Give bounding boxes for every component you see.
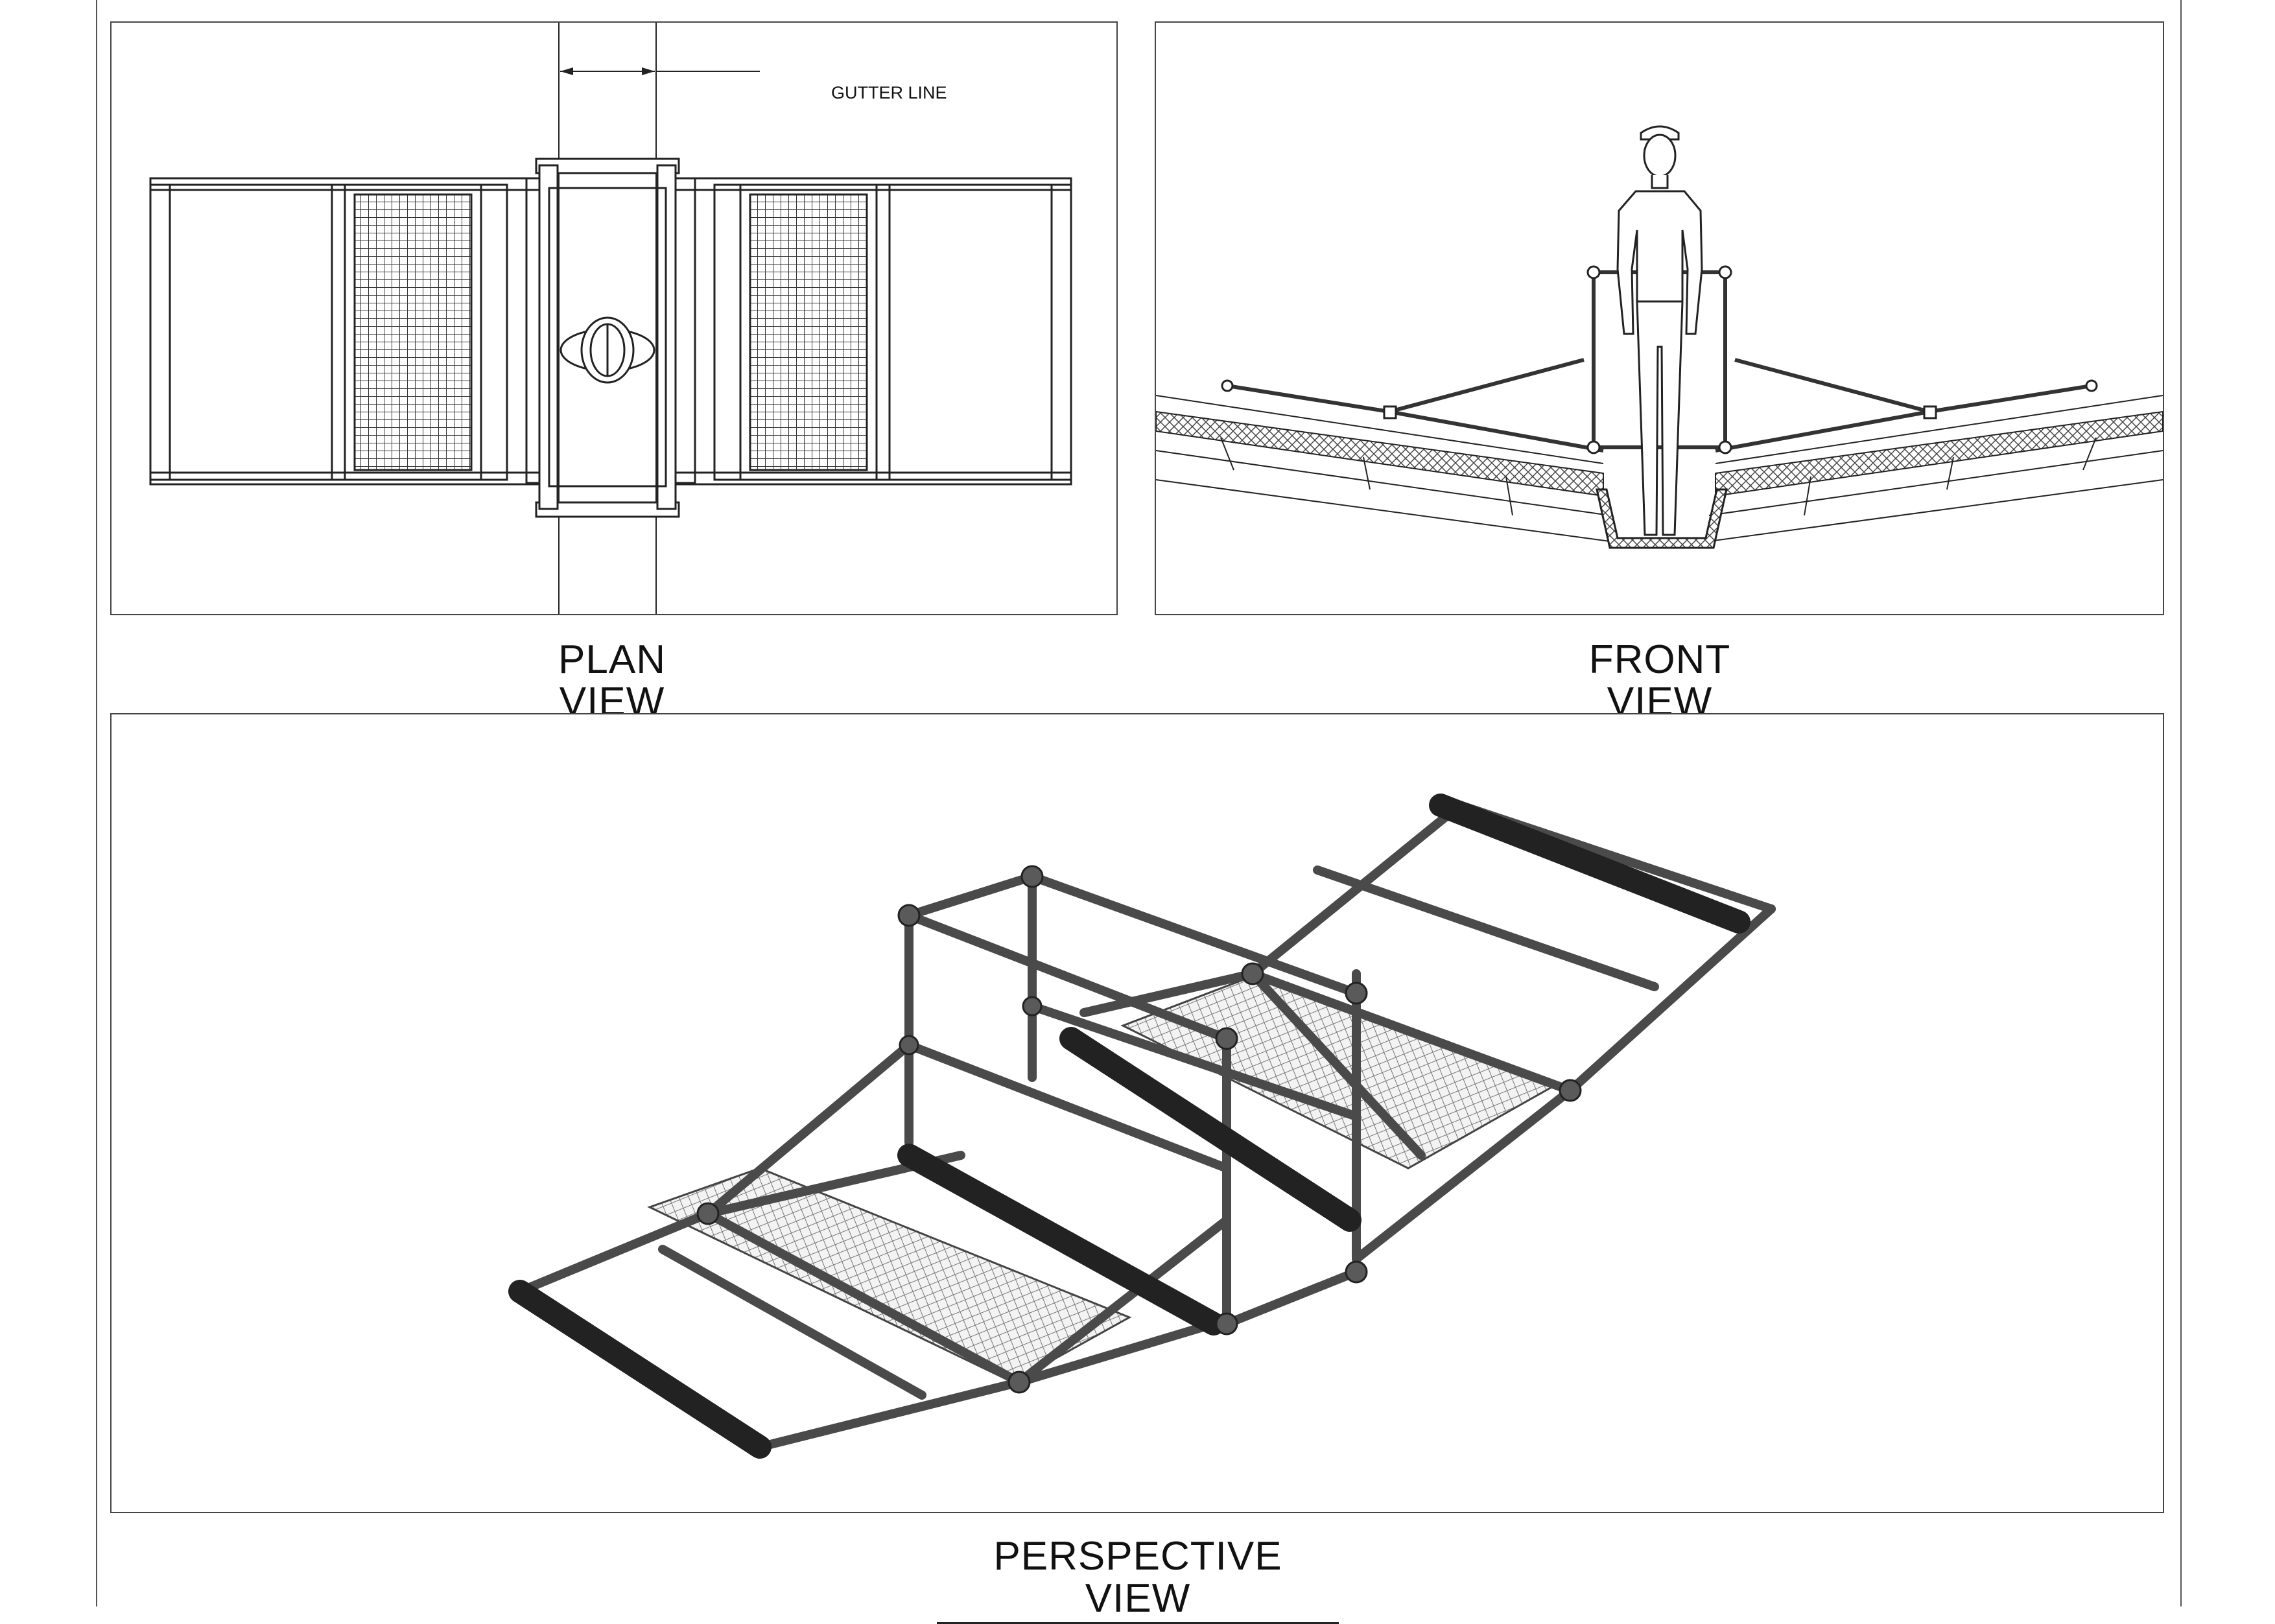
front-view-panel — [1155, 21, 2164, 615]
plan-right-mesh — [749, 193, 868, 471]
plan-left-mesh — [353, 193, 473, 471]
left-mesh-deck — [647, 1167, 1132, 1383]
gutter-box — [1596, 488, 1728, 549]
sheet-border — [96, 0, 2182, 1606]
plan-central-frame — [535, 158, 680, 518]
plan-left-platform — [149, 177, 554, 486]
plan-right-platform — [668, 177, 1072, 486]
plan-view-panel: GUTTER LINE — [110, 21, 1118, 615]
roof-right — [1708, 395, 2163, 542]
front-view-drawing — [1156, 125, 2163, 549]
rollers — [508, 794, 1750, 1459]
plan-view-drawing — [149, 23, 1072, 614]
front-frame — [1227, 269, 2092, 454]
perspective-view-panel — [110, 713, 2164, 1513]
roof-left — [1156, 395, 1610, 542]
gutter-line-label: GUTTER LINE — [831, 83, 947, 102]
front-clamps — [1221, 265, 2098, 454]
perspective-view-drawing — [508, 794, 1776, 1459]
worker-top-view — [560, 316, 655, 384]
perspective-view-title: PERSPECTIVE VIEW — [937, 1535, 1339, 1624]
perspective-clamps — [696, 865, 1582, 1394]
worker-figure — [1616, 125, 1703, 536]
perspective-frame — [515, 801, 1776, 1452]
